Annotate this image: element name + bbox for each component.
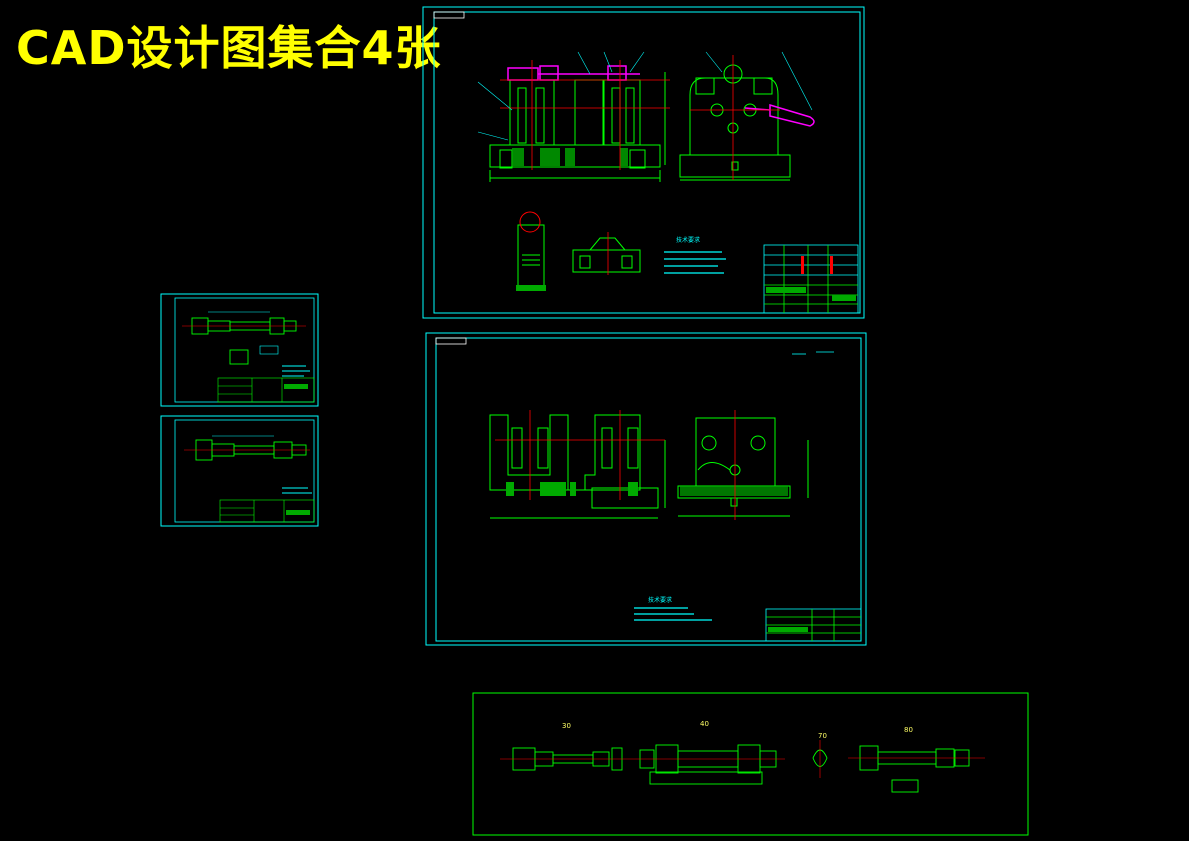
tech-req-title: 技术要求 bbox=[676, 236, 700, 244]
tech-req-title-2: 技术要求 bbox=[648, 596, 672, 604]
body-side-view bbox=[677, 417, 809, 517]
fixture-side-view bbox=[679, 64, 791, 181]
fixture-body-sheet: 技术要求 bbox=[425, 332, 867, 646]
process-label-40: 40 bbox=[700, 720, 709, 728]
hatch-sections bbox=[512, 148, 628, 166]
body-tech-requirements: 技术要求 bbox=[634, 596, 712, 621]
process-step-80 bbox=[859, 745, 970, 793]
shaft-part-sheet-2 bbox=[160, 415, 319, 527]
process-diagram-sheet: 30 40 70 80 bbox=[472, 692, 1029, 836]
assembly-drawing-sheet: 技术要求 bbox=[422, 6, 865, 319]
centerlines-red bbox=[500, 60, 670, 170]
process-label-70: 70 bbox=[818, 732, 827, 740]
process-step-70 bbox=[812, 749, 828, 767]
shaft-part-sheet-1 bbox=[160, 293, 319, 407]
process-label-30: 30 bbox=[562, 722, 571, 730]
handle-magenta bbox=[744, 103, 815, 127]
assembly-tech-requirements: 技术要求 bbox=[664, 236, 726, 274]
detail-view-left bbox=[517, 211, 545, 291]
process-label-80: 80 bbox=[904, 726, 913, 734]
detail-view-middle bbox=[572, 237, 641, 273]
body-title-block bbox=[765, 608, 862, 642]
leader-lines bbox=[477, 51, 645, 141]
image-title: CAD设计图集合4张 bbox=[16, 21, 442, 75]
body-front-view bbox=[489, 414, 666, 519]
assembly-title-block bbox=[763, 244, 859, 314]
process-step-40 bbox=[639, 744, 777, 785]
